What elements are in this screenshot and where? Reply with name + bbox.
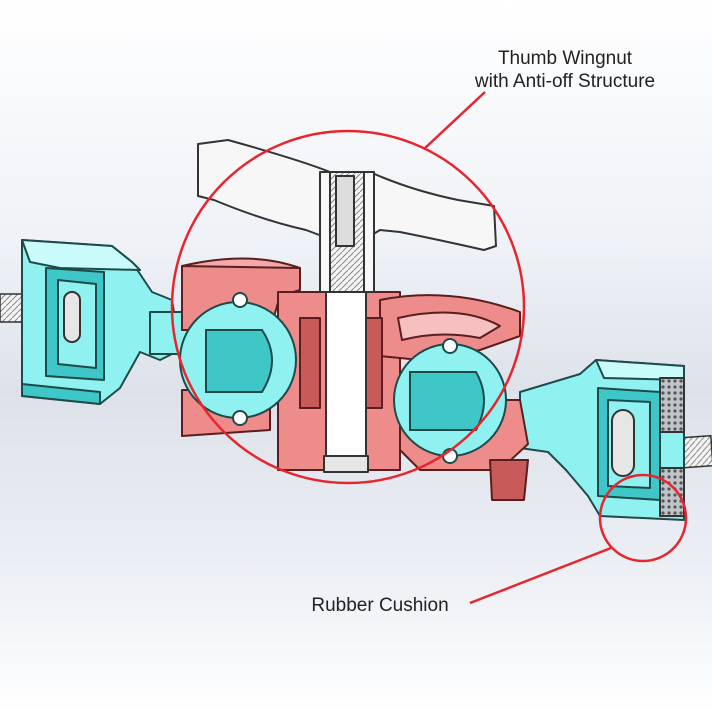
left-clamp-jaw (21, 239, 241, 405)
cushion-callout (469, 473, 688, 605)
right-ball-joint (393, 338, 507, 464)
wingnut-callout-leader (423, 91, 486, 150)
cushion-label: Rubber Cushion (311, 595, 449, 616)
right-clamp-jaw (519, 359, 685, 521)
wingnut-label-line-2: with Anti-off Structure (474, 71, 656, 92)
wingnut-callout (170, 91, 526, 485)
cushion-callout-circle (598, 473, 688, 563)
wingnut-callout-circle (170, 129, 526, 485)
thumb-wingnut (197, 139, 497, 473)
left-ball-joint (179, 292, 297, 426)
cushion-callout-leader (469, 546, 612, 605)
wingnut-label: Thumb Wingnut with Anti-off Structure (440, 47, 690, 93)
wingnut-label-line-1: Thumb Wingnut (497, 48, 633, 69)
